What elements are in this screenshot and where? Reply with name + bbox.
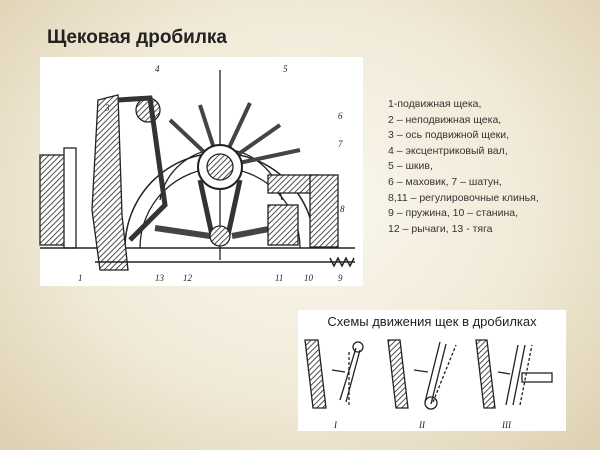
drawing-label: 8 bbox=[340, 204, 345, 214]
drawing-label: 6 bbox=[338, 111, 343, 121]
drawing-label: 4 bbox=[155, 64, 160, 74]
legend-item: 8,11 – регулировочные клинья, bbox=[388, 191, 539, 204]
drawing-label: 13 bbox=[155, 273, 165, 283]
legend-item: 5 – шкив, bbox=[388, 160, 433, 173]
jaw-motion-schemes bbox=[304, 339, 553, 410]
schemes-panel bbox=[298, 310, 566, 431]
scheme-label: I bbox=[333, 420, 338, 430]
legend-item: 1-подвижная щека, bbox=[388, 98, 482, 110]
drawing-label: 12 bbox=[183, 273, 193, 283]
scheme-label: II bbox=[418, 420, 426, 430]
parts-legend: 1-подвижная щека, 2 – неподвижная щека, … bbox=[388, 97, 539, 237]
drawing-label: 11 bbox=[275, 273, 283, 283]
drawing-label: 5 bbox=[283, 64, 288, 74]
scheme-label: III bbox=[501, 420, 512, 430]
drawing-label: 7 bbox=[338, 139, 343, 149]
drawing-label: 1 bbox=[78, 273, 83, 283]
drawing-label: 9 bbox=[338, 273, 343, 283]
legend-item: 6 – маховик, 7 – шатун, bbox=[388, 175, 502, 188]
legend-item: 2 – неподвижная щека, bbox=[388, 113, 502, 126]
schemes-title: Схемы движения щек в дробилках bbox=[327, 314, 537, 329]
slide-title: Щековая дробилка bbox=[47, 27, 227, 48]
legend-item: 9 – пружина, 10 – станина, bbox=[388, 207, 519, 220]
legend-item: 4 – эксцентриковый вал, bbox=[388, 144, 508, 157]
drawing-labels: 4 5 3 6 7 8 1 13 12 11 10 9 bbox=[78, 64, 345, 283]
legend-item: 12 – рычаги, 13 - тяга bbox=[388, 222, 493, 235]
drawing-label: 10 bbox=[304, 273, 314, 283]
legend-item: 3 – ось подвижной щеки, bbox=[388, 129, 510, 142]
drawing-label: 3 bbox=[104, 103, 110, 113]
